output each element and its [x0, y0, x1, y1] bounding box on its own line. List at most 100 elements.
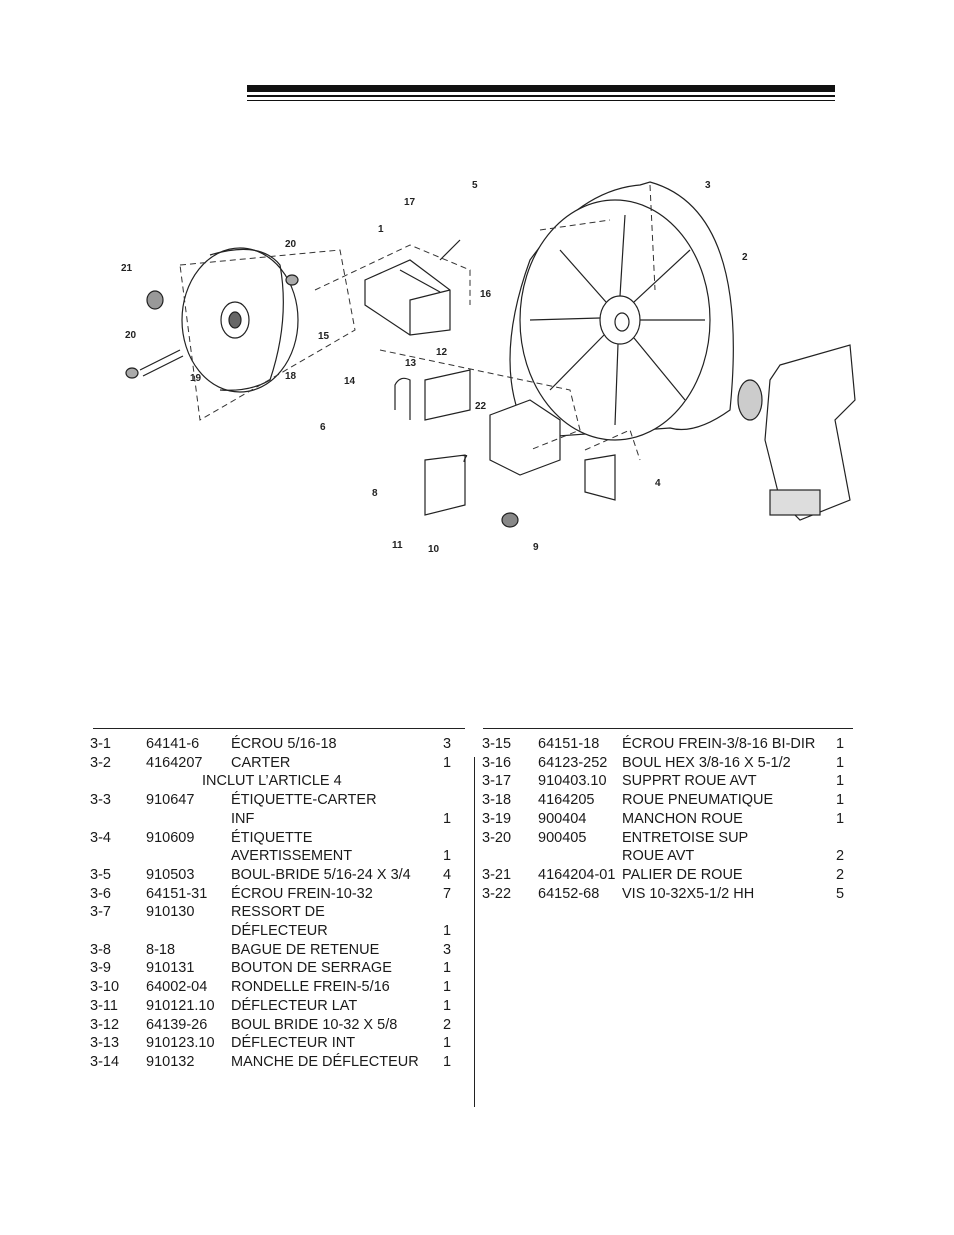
callout-2: 2	[742, 252, 748, 263]
part-ref: 3-17	[482, 773, 512, 790]
wheel-bracket	[364, 259, 451, 336]
part-ref: 3-1	[90, 736, 111, 752]
deflector-int	[424, 369, 471, 421]
callout-8: 8	[372, 488, 378, 499]
part-ref: 3-19	[482, 810, 512, 827]
callout-labels: 1 2 3 4 5 6 7 8 9 10 11 12 13 14 15 16 1…	[121, 180, 748, 555]
part-ref	[90, 847, 146, 866]
part-quantity: 1	[836, 754, 845, 771]
part-ref: 3-22	[482, 885, 512, 902]
part-quantity: 1	[443, 848, 452, 865]
part-number: 64139-26	[146, 1016, 208, 1033]
header-hairline-rule	[247, 100, 835, 101]
housing-spokes	[529, 214, 705, 426]
part-number: 64152-68	[538, 885, 600, 902]
parts-row: 3-9 910131 BOUTON DE SERRAGE 1	[90, 959, 451, 978]
part-number: 910131	[146, 960, 195, 977]
callout-5: 5	[472, 180, 478, 191]
part-number: 900405	[538, 829, 587, 846]
part-description: MANCHON ROUE	[622, 810, 743, 827]
part-ref: 3-7	[90, 904, 111, 921]
part-description: ÉCROU FREIN-10-32	[231, 885, 373, 902]
part-quantity: 5	[836, 885, 845, 902]
part-quantity: 2	[443, 1016, 452, 1033]
part-quantity: 1	[836, 773, 845, 790]
callout-1: 1	[378, 224, 384, 235]
part-ref: 3-9	[90, 960, 111, 977]
part-number: 910121.10	[146, 997, 215, 1014]
callout-18: 18	[285, 371, 297, 382]
part-description: BOUTON DE SERRAGE	[231, 960, 392, 977]
part-quantity	[443, 829, 451, 848]
part-description: BOUL-BRIDE 5/16-24 X 3/4	[231, 866, 411, 883]
part-description: BAGUE DE RETENUE	[231, 941, 380, 958]
part-number	[146, 847, 231, 866]
part-quantity: 1	[443, 1035, 452, 1052]
callout-11: 11	[392, 540, 403, 551]
part-number: 64002-04	[146, 979, 208, 996]
part-ref: 3-20	[482, 829, 512, 846]
exploded-parts-diagram: 1 2 3 4 5 6 7 8 9 10 11 12 13 14 15 16 1…	[121, 180, 856, 555]
part-ref: 3-12	[90, 1016, 120, 1033]
right-table-rule	[483, 728, 853, 729]
part-quantity: 1	[836, 792, 845, 809]
part-quantity: 2	[836, 866, 845, 883]
motor-assembly	[764, 344, 856, 521]
callout-12: 12	[436, 347, 448, 358]
part-quantity: 3	[443, 736, 452, 752]
part-quantity: 1	[836, 736, 845, 752]
part-description: ÉCROU 5/16-18	[231, 736, 337, 752]
callout-13: 13	[405, 358, 417, 369]
part-description: SUPPRT ROUE AVT	[622, 773, 757, 790]
part-quantity: 4	[443, 866, 452, 883]
part-description: DÉFLECTEUR LAT	[231, 997, 358, 1014]
callout-20a: 20	[285, 239, 297, 250]
part-number: 910130	[146, 904, 195, 921]
part-number: 910132	[146, 1053, 195, 1070]
part-ref: 3-4	[90, 829, 111, 846]
part-quantity: 3	[443, 941, 452, 958]
part-number: 910609	[146, 829, 195, 846]
part-ref: 3-8	[90, 941, 111, 958]
part-number: 4164207	[146, 754, 203, 771]
part-number: 64151-18	[538, 736, 600, 752]
part-quantity: 1	[443, 810, 452, 827]
part-ref: 3-3	[90, 792, 111, 809]
left-table-rule	[93, 728, 465, 729]
part-quantity: 1	[443, 754, 452, 771]
part-description: ROUE AVT	[622, 848, 695, 865]
callout-17: 17	[404, 197, 416, 208]
callout-14: 14	[344, 376, 356, 387]
callout-7: 7	[462, 454, 468, 465]
part-quantity: 1	[443, 960, 452, 977]
part-ref: 3-15	[482, 736, 512, 752]
callout-9: 9	[533, 542, 539, 553]
part-description: INF	[231, 810, 255, 827]
part-description: ÉTIQUETTE	[231, 829, 313, 846]
part-description: RONDELLE FREIN-5/16	[231, 979, 390, 996]
part-quantity: 1	[443, 923, 452, 940]
callout-4: 4	[655, 478, 661, 489]
part-number: 900404	[538, 810, 587, 827]
parts-row: 3-4 910609 ÉTIQUETTE	[90, 829, 451, 848]
part-number: 4164204-01	[538, 866, 616, 883]
part-description: ROUE PNEUMATIQUE	[622, 792, 774, 809]
part-description: BOUL HEX 3/8-16 X 5-1/2	[622, 754, 791, 771]
part-description: DÉFLECTEUR INT	[231, 1035, 356, 1052]
callout-16: 16	[480, 289, 492, 300]
part-quantity: 7	[443, 885, 452, 902]
